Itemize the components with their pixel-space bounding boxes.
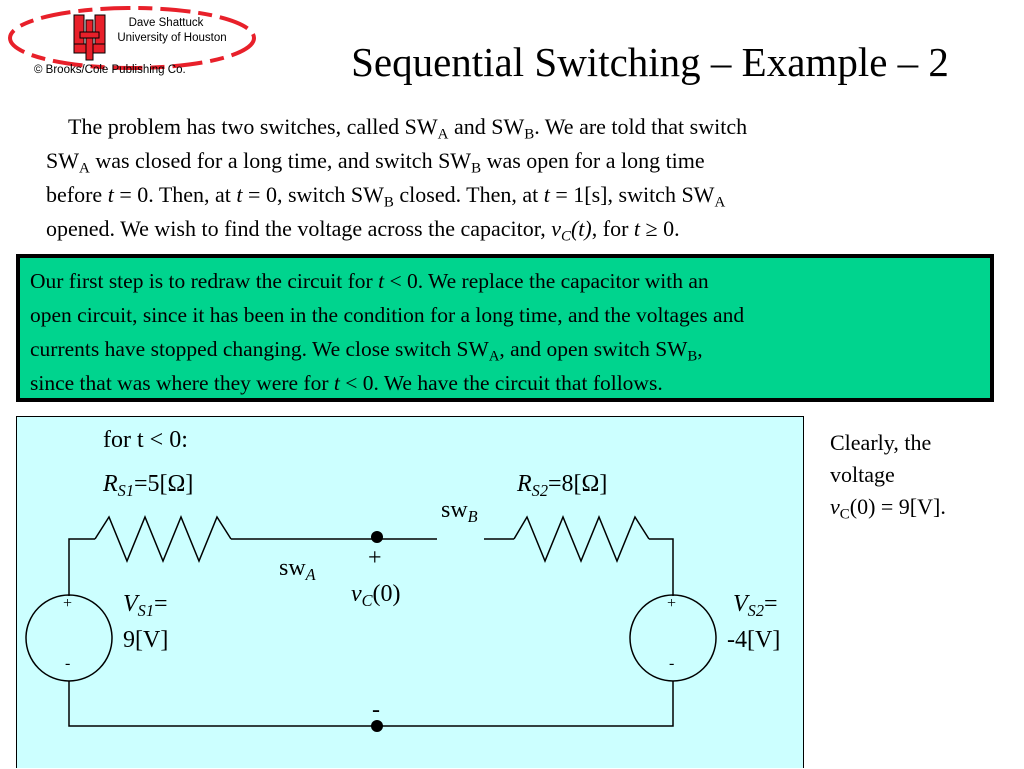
resistor-rs2 (513, 515, 650, 563)
uh-logo-mark (73, 14, 106, 61)
slide-title: Sequential Switching – Example – 2 (351, 39, 949, 85)
step-line-2: open circuit, since it has been in the c… (30, 303, 745, 327)
vs1-minus: - (65, 655, 71, 672)
conclusion-note: Clearly, the voltage vC(0) = 9[V]. (830, 427, 1020, 523)
step-line-4: since that was where they were for t < 0… (30, 371, 663, 395)
publisher-credit: © Brooks/Cole Publishing Co. (34, 64, 186, 76)
resistor-rs1 (94, 515, 232, 563)
circuit-diagram-panel: for t < 0: RS1=5[Ω] RS2=8[Ω] swB swA + v… (16, 416, 804, 768)
logo-ellipse (8, 6, 256, 70)
university-name: University of Houston (117, 32, 227, 44)
vs1-value: 9[V] (123, 627, 169, 653)
note-line-2: voltage (830, 462, 895, 487)
note-line-1: Clearly, the (830, 430, 932, 455)
author-name: Dave Shattuck (128, 17, 204, 29)
university-logo (8, 6, 256, 70)
circuit-condition: for t < 0: (103, 427, 188, 453)
circuit-schematic (25, 515, 717, 732)
rs2-label: RS2=8[Ω] (517, 471, 608, 500)
vs2-minus: - (669, 655, 675, 672)
rs1-label: RS1=5[Ω] (103, 471, 194, 500)
problem-paragraph: The problem has two switches, called SWA… (46, 110, 990, 246)
vs1-label: VS1= (123, 591, 168, 620)
problem-line-3: before t = 0. Then, at t = 0, switch SWB… (46, 182, 726, 211)
vc-plus: + (368, 545, 382, 571)
note-line-3: vC(0) = 9[V]. (830, 494, 946, 523)
problem-line-2: SWA was closed for a long time, and swit… (46, 148, 705, 177)
step-line-3: currents have stopped changing. We close… (30, 337, 703, 365)
problem-line-4: opened. We wish to find the voltage acro… (46, 216, 680, 245)
vc-label: vC(0) (351, 581, 401, 610)
step-line-1: Our first step is to redraw the circuit … (30, 269, 709, 293)
vc-minus: - (372, 697, 380, 723)
vs2-value: -4[V] (727, 627, 781, 653)
swa-label: swA (279, 555, 316, 584)
step-explanation-box: Our first step is to redraw the circuit … (16, 254, 994, 402)
node-top (371, 531, 383, 543)
node-bottom (371, 720, 383, 732)
wire-left-top (68, 538, 95, 596)
swb-label: swB (441, 497, 478, 526)
wire-right-top (649, 538, 674, 596)
problem-line-1: The problem has two switches, called SWA… (68, 114, 748, 143)
vs2-label: VS2= (733, 591, 778, 620)
vs1-plus: + (63, 595, 73, 612)
vs2-plus: + (667, 595, 677, 612)
wire-bottom (68, 681, 674, 727)
